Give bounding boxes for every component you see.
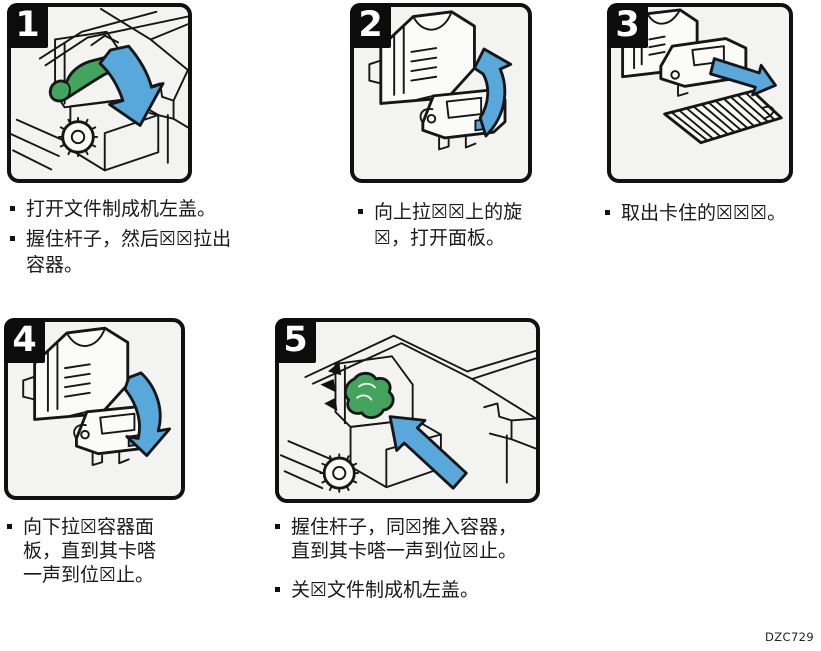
caption-item: 打开文件制成机左盖。 (10, 196, 231, 222)
caption-line: 握住杆子，同☒推入容器， (291, 516, 518, 538)
caption-line: 握住杆子，然后☒☒拉出 (26, 228, 232, 250)
step-number-badge: 2 (350, 3, 391, 48)
caption-line: 一声到位☒止。 (23, 564, 155, 586)
click-emphasis-marks (320, 362, 342, 411)
step-2-panel: 2 (350, 3, 532, 183)
step-5-caption: 握住杆子，同☒推入容器， 直到其卡嗒一声到位☒止。 关☒文件制成机左盖。 (275, 515, 517, 617)
bullet-marker (605, 210, 610, 215)
caption-item: 取出卡住的☒☒☒。 (605, 200, 786, 226)
bullet-marker (275, 587, 280, 592)
step-1-caption: 打开文件制成机左盖。 握住杆子，然后☒☒拉出 容器。 (10, 196, 231, 282)
bullet-marker (10, 206, 15, 211)
bullet-marker (10, 236, 15, 241)
caption-line: 关☒文件制成机左盖。 (291, 579, 480, 601)
step-number-badge: 5 (275, 318, 316, 363)
step-number-badge: 3 (607, 3, 648, 48)
caption-item: 握住杆子，同☒推入容器， 直到其卡嗒一声到位☒止。 (275, 515, 517, 563)
bullet-marker (275, 524, 280, 529)
step-5-panel: 5 (275, 318, 540, 503)
step-4-illustration (22, 326, 172, 467)
step-3-illustration (621, 8, 783, 145)
step-2-illustration (368, 10, 513, 151)
green-knob (343, 371, 395, 419)
step-4-caption: 向下拉☒容器面 板，直到其卡嗒 一声到位☒止。 (7, 515, 156, 587)
jammed-staple-sheet (663, 89, 783, 145)
step-1-panel: 1 (7, 3, 192, 183)
knurled-knob (57, 116, 99, 158)
figure-code: DZC729 (765, 630, 815, 644)
knurled-knob (319, 453, 360, 493)
remove-right-arrow-icon (709, 57, 777, 97)
step-3-panel: 3 (607, 3, 793, 183)
caption-item: 向上拉☒☒上的旋 ☒，打开面板。 (358, 199, 522, 251)
step-5-illustration (279, 334, 536, 493)
caption-line: 直到其卡嗒一声到位☒止。 (291, 540, 518, 562)
bullet-marker (358, 209, 363, 214)
caption-line: 向上拉☒☒上的旋 (374, 201, 523, 223)
caption-item: 关☒文件制成机左盖。 (275, 578, 517, 602)
machine-line-art (279, 334, 536, 490)
rotate-up-arrow-icon (473, 47, 513, 138)
step-1-illustration (11, 7, 188, 172)
pull-out-arrow-icon (98, 44, 165, 127)
step-number-badge: 1 (7, 3, 48, 48)
step-3-caption: 取出卡住的☒☒☒。 (605, 200, 786, 226)
caption-line: 板，直到其卡嗒 (23, 540, 157, 562)
step-number-badge: 4 (4, 318, 45, 363)
caption-line: 向下拉☒容器面 (23, 516, 155, 538)
caption-line: 容器。 (26, 254, 84, 276)
push-in-arrow-icon (388, 415, 468, 490)
caption-line: ☒，打开面板。 (374, 227, 506, 249)
caption-item: 向下拉☒容器面 板，直到其卡嗒 一声到位☒止。 (7, 515, 156, 587)
caption-item: 握住杆子，然后☒☒拉出 容器。 (10, 226, 231, 278)
step-2-caption: 向上拉☒☒上的旋 ☒，打开面板。 (358, 199, 522, 251)
step-4-panel: 4 (4, 318, 185, 500)
caption-line: 取出卡住的☒☒☒。 (621, 202, 787, 224)
rotate-down-arrow-icon (123, 371, 172, 458)
bullet-marker (7, 524, 12, 529)
caption-line: 打开文件制成机左盖。 (26, 198, 217, 220)
